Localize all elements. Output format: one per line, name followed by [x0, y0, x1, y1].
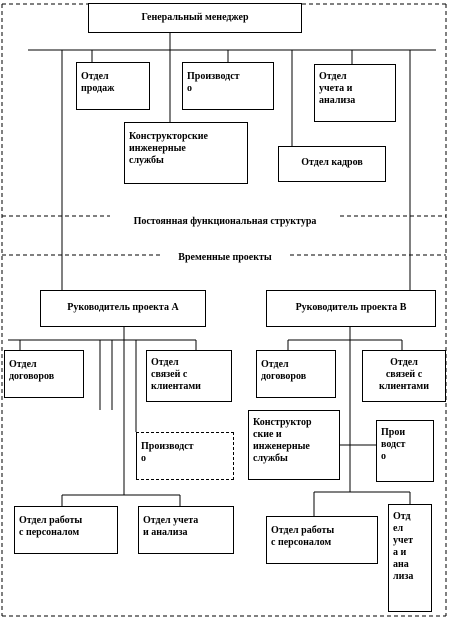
project-a-client-relations-box: Отдел связей с клиентами — [146, 350, 232, 402]
temporary-projects-label: Временные проекты — [178, 252, 272, 263]
project-b-engineering-box: Конструктор ские и инженерные службы — [248, 410, 340, 480]
project-b-accounting-box: Отд ел учет а и ана лиза — [388, 504, 432, 612]
project-b-client-relations-box: Отдел связей с клиентами — [362, 350, 446, 402]
project-a-staff-box: Отдел работы с персоналом — [14, 506, 118, 554]
sales-department-box: Отдел продаж — [76, 62, 150, 110]
general-manager-box: Генеральный менеджер — [88, 3, 302, 33]
production-department-box: Производст о — [182, 62, 274, 110]
accounting-analysis-box: Отдел учета и анализа — [314, 64, 396, 122]
project-a-manager-box: Руководитель проекта А — [40, 290, 206, 327]
project-a-contracts-box: Отдел договоров — [4, 350, 84, 398]
project-b-staff-box: Отдел работы с персоналом — [266, 516, 378, 564]
project-b-production-box: Прои водст о — [376, 420, 434, 482]
permanent-structure-label: Постоянная функциональная структура — [133, 216, 317, 227]
project-a-production-box: Производст о — [136, 432, 234, 480]
hr-department-box: Отдел кадров — [278, 146, 386, 182]
project-a-accounting-box: Отдел учета и анализа — [138, 506, 234, 554]
project-b-manager-box: Руководитель проекта В — [266, 290, 436, 327]
project-b-contracts-box: Отдел договоров — [256, 350, 336, 398]
engineering-services-box: Конструкторские инженерные службы — [124, 122, 248, 184]
